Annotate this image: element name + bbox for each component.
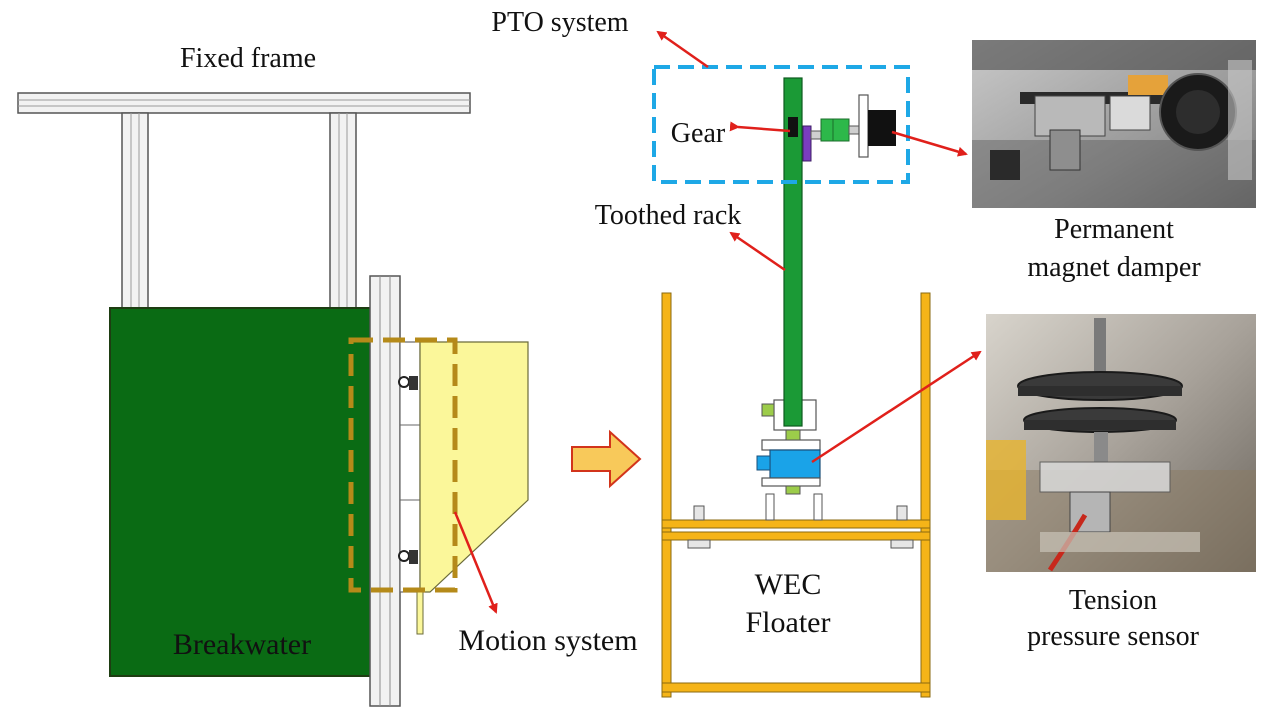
breakwater-label: Breakwater — [173, 628, 311, 661]
damper-arrow — [891, 130, 968, 157]
motion-system-label: Motion system — [458, 624, 637, 657]
toothed-rack — [783, 77, 803, 427]
pto-gear-train — [788, 94, 896, 162]
breakwater-body — [109, 307, 373, 677]
pto-system-box — [652, 65, 910, 184]
motion-system-arrow — [453, 511, 498, 614]
gear-label: Gear — [671, 118, 726, 149]
damper-label-line1: Permanent — [1054, 214, 1174, 245]
toothed-rack-arrow — [729, 231, 786, 272]
pto-system-arrow — [656, 30, 709, 69]
sensor-block — [769, 449, 821, 479]
wec-label-line2: Floater — [746, 606, 831, 639]
damper-label-line2: magnet damper — [1027, 252, 1201, 283]
fixed-frame-label: Fixed frame — [180, 43, 316, 74]
toothed-rack-label: Toothed rack — [595, 200, 742, 231]
sensor-label-line1: Tension — [1069, 585, 1157, 616]
motion-system-box — [348, 337, 458, 593]
floater-frame — [661, 292, 931, 698]
damper-photo — [972, 40, 1256, 208]
guide-rail — [369, 275, 421, 707]
gear-arrow — [729, 121, 791, 133]
wec-label-line1: WEC — [755, 568, 822, 601]
sensor-label-line2: pressure sensor — [1027, 621, 1200, 652]
pto-system-label: PTO system — [491, 7, 628, 38]
fixed-frame — [17, 92, 471, 309]
sensor-photo — [986, 314, 1256, 572]
right-arrow-icon — [571, 429, 642, 489]
motion-plate — [416, 341, 529, 635]
sensor-arrow — [811, 350, 982, 464]
rack-connector — [756, 399, 823, 521]
